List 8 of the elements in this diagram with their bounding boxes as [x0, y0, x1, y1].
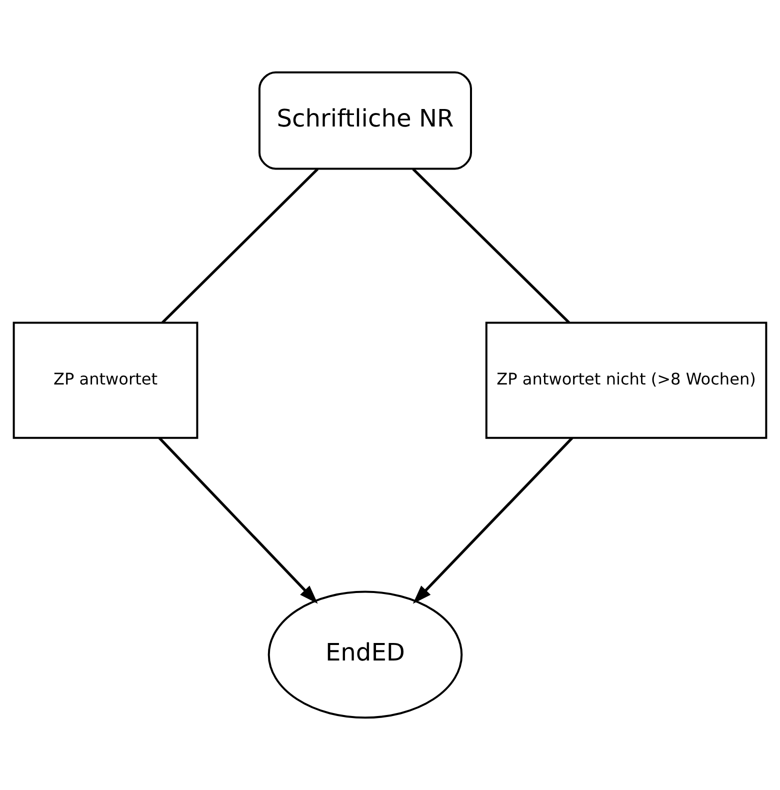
node-box: ZP antwortet nicht (>8 Wochen) [485, 322, 768, 439]
connector [161, 168, 319, 324]
node-box: ZP antwortet [12, 322, 198, 439]
node-box: Schriftliche NR [258, 71, 472, 170]
node-ellipse: EndED [268, 590, 463, 719]
connector [412, 168, 570, 324]
arrow [158, 437, 318, 604]
arrow [412, 437, 574, 604]
